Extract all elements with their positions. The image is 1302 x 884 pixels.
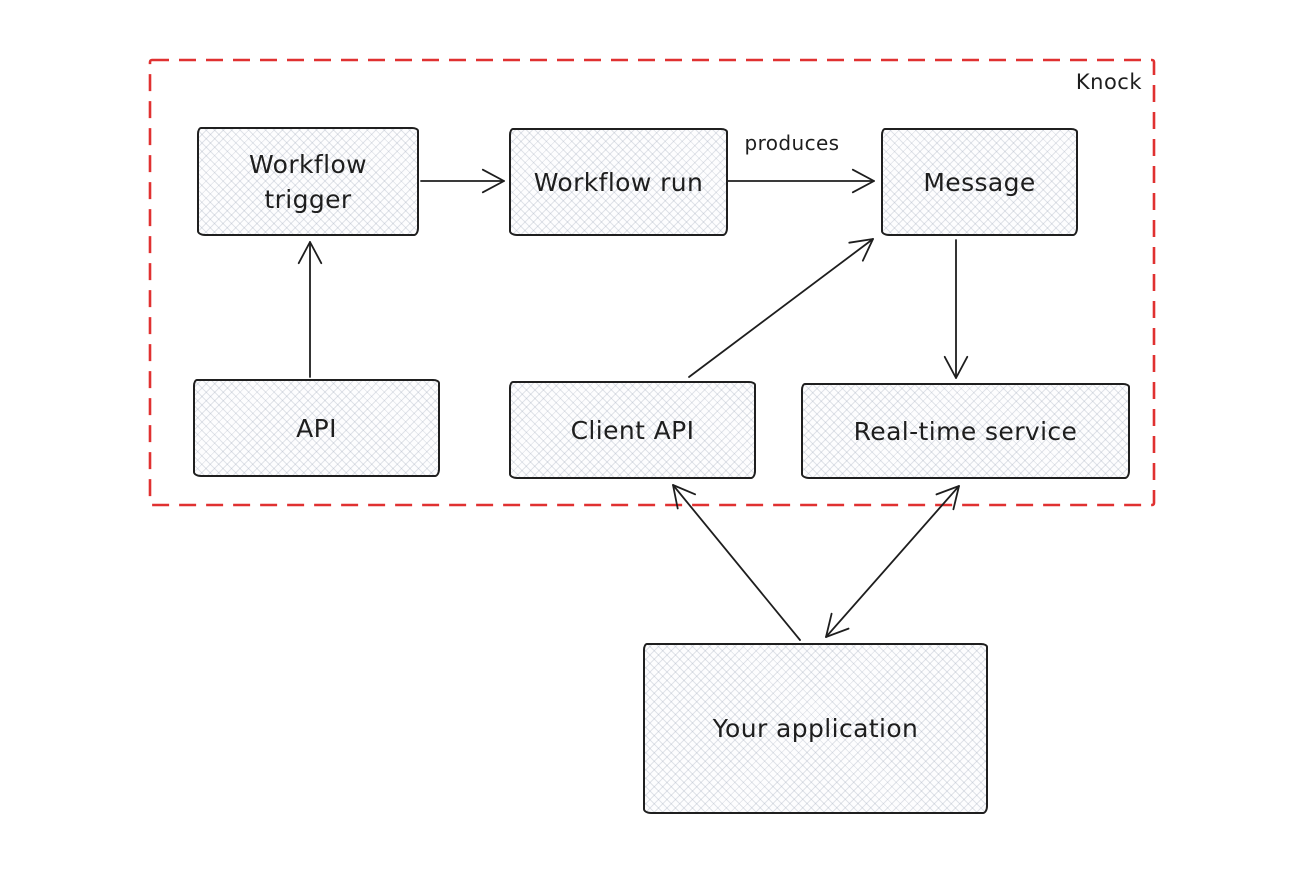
arrowhead-icon (481, 168, 505, 194)
arrowhead-icon (935, 485, 960, 511)
knock-boundary-label: Knock (1075, 70, 1142, 94)
arrowhead-icon (297, 241, 323, 265)
arrowhead-icon (943, 355, 969, 379)
node-api: API (193, 379, 440, 477)
edge-label-produces: produces (744, 131, 840, 155)
node-workflow-trigger: Workflow trigger (197, 127, 419, 236)
edge-message-to-real-time-service (943, 239, 969, 379)
node-your-application: Your application (643, 643, 988, 814)
edge-workflow-trigger-to-workflow-run (420, 168, 505, 194)
knock-boundary (148, 58, 1156, 507)
node-workflow-run: Workflow run (509, 128, 728, 236)
node-label: API (296, 413, 337, 443)
arrowhead-icon (825, 612, 850, 638)
node-label: Message (923, 167, 1036, 197)
edge-api-to-workflow-trigger (297, 241, 323, 378)
node-label: Client API (570, 415, 695, 445)
edge-your-application-to-real-time-service (825, 485, 960, 638)
edge-line (688, 238, 874, 378)
edge-client-api-to-message (688, 238, 874, 378)
node-label: Workflow run (533, 167, 704, 197)
node-real-time-service: Real-time service (801, 383, 1130, 479)
edge-line (672, 484, 801, 641)
edge-line (825, 485, 960, 638)
edge-workflow-run-to-message (727, 168, 875, 194)
node-client-api: Client API (509, 381, 756, 479)
arrowhead-icon (851, 168, 875, 194)
node-label: Your application (712, 714, 919, 743)
node-message: Message (881, 128, 1078, 236)
node-label: Real-time service (853, 416, 1078, 446)
node-label: Workflow trigger (249, 149, 367, 214)
arrowhead-icon (672, 484, 696, 510)
edge-your-application-to-client-api (672, 484, 801, 641)
arrowhead-icon (848, 238, 874, 262)
